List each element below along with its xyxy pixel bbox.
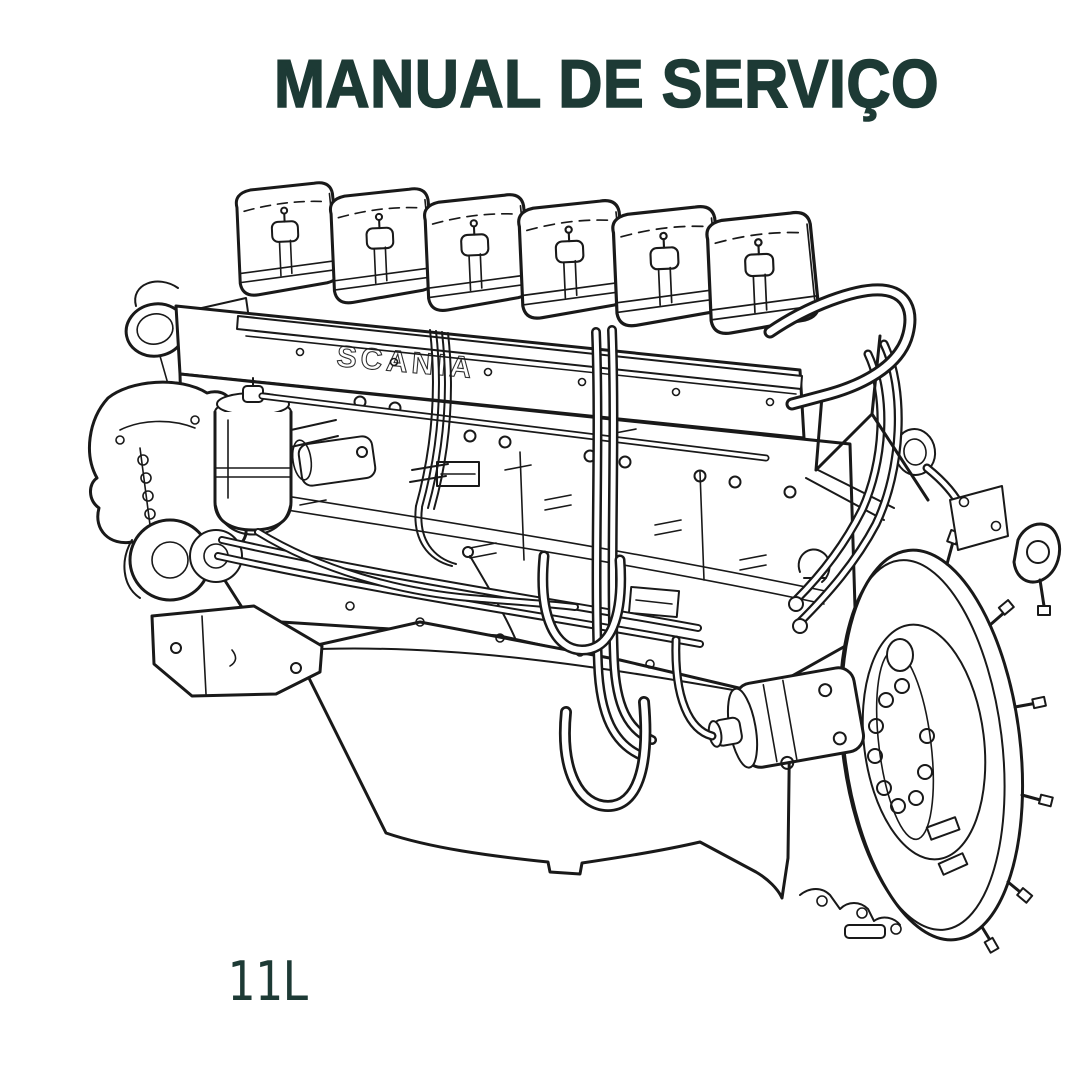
valve-cover — [517, 199, 629, 320]
oil-pan — [293, 620, 792, 900]
valve-cover — [423, 193, 533, 312]
engine-foot — [844, 924, 886, 939]
engine-displacement-label: 11L — [227, 950, 310, 1013]
engine-mount-bracket — [150, 604, 324, 698]
piping — [214, 325, 903, 812]
lifting-ear-bracket — [1012, 522, 1061, 616]
wiring-harness — [409, 329, 457, 567]
lifting-handle — [763, 283, 930, 502]
valve-cover — [705, 210, 820, 335]
valve-cover — [611, 205, 725, 328]
valve-covers — [234, 181, 820, 335]
page-title: MANUAL DE SERVIÇO — [273, 46, 940, 122]
valve-cover — [234, 181, 342, 297]
valve-cover — [328, 187, 438, 305]
oil-filter — [213, 377, 377, 536]
flywheel-bolt-ring — [867, 678, 935, 814]
